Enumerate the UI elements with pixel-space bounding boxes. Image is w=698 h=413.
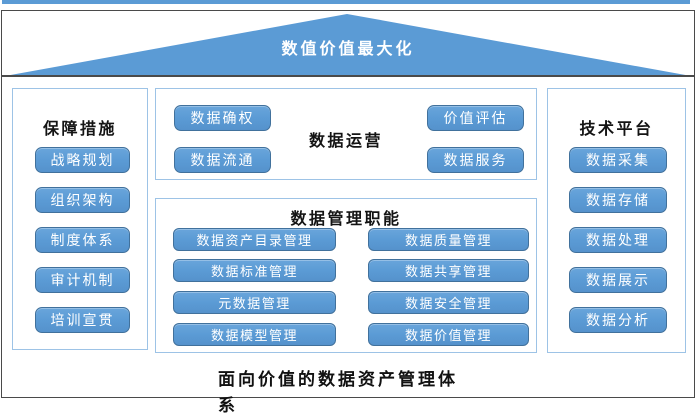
management-item-pill: 数据标准管理 xyxy=(173,259,336,282)
management-item-pill: 元数据管理 xyxy=(173,291,336,314)
panel-management-title: 数据管理职能 xyxy=(290,209,402,228)
panel-operations: 数据运营 数据确权 数据流通 价值评估 数据服务 xyxy=(155,88,537,180)
diagram-caption: 面向价值的数据资产管理体 系 xyxy=(218,367,474,413)
platform-item-pill: 数据展示 xyxy=(569,267,667,293)
panel-safeguards: 保障措施 战略规划 组织架构 制度体系 审计机制 培训宣贯 xyxy=(12,88,148,350)
safeguards-item-pill: 审计机制 xyxy=(35,267,130,293)
operations-item-pill: 数据确权 xyxy=(174,105,271,131)
management-item-pill: 数据安全管理 xyxy=(368,291,529,314)
safeguards-item-pill: 组织架构 xyxy=(35,187,130,213)
panel-platform-title: 技术平台 xyxy=(579,119,654,138)
management-item-pill: 数据共享管理 xyxy=(368,259,529,282)
platform-item-pill: 数据分析 xyxy=(569,307,667,333)
management-item-pill: 数据资产目录管理 xyxy=(173,228,336,251)
platform-item-pill: 数据存储 xyxy=(569,187,667,213)
panel-management: 数据管理职能 数据资产目录管理 数据标准管理 元数据管理 数据模型管理 数据质量… xyxy=(155,198,537,353)
safeguards-item-pill: 制度体系 xyxy=(35,227,130,253)
operations-item-pill: 价值评估 xyxy=(427,105,524,131)
roof-base-line xyxy=(1,75,695,77)
roof-label: 数值价值最大化 xyxy=(281,39,415,58)
roof-triangle xyxy=(5,14,691,76)
operations-item-pill: 数据服务 xyxy=(427,147,524,173)
safeguards-item-pill: 战略规划 xyxy=(35,147,130,173)
management-item-pill: 数据模型管理 xyxy=(173,323,336,346)
panel-operations-title: 数据运营 xyxy=(308,131,383,150)
management-item-pill: 数据价值管理 xyxy=(368,323,529,346)
diagram-caption-line2: 系 xyxy=(218,396,238,413)
safeguards-item-pill: 培训宣贯 xyxy=(35,307,130,333)
diagram-caption-line1: 面向价值的数据资产管理体 xyxy=(218,370,458,390)
top-accent-strip xyxy=(2,0,690,4)
platform-item-pill: 数据处理 xyxy=(569,227,667,253)
platform-item-pill: 数据采集 xyxy=(569,147,667,173)
operations-item-pill: 数据流通 xyxy=(174,147,271,173)
panel-platform: 技术平台 数据采集 数据存储 数据处理 数据展示 数据分析 xyxy=(547,88,686,353)
management-item-pill: 数据质量管理 xyxy=(368,228,529,251)
panel-safeguards-title: 保障措施 xyxy=(42,119,117,138)
